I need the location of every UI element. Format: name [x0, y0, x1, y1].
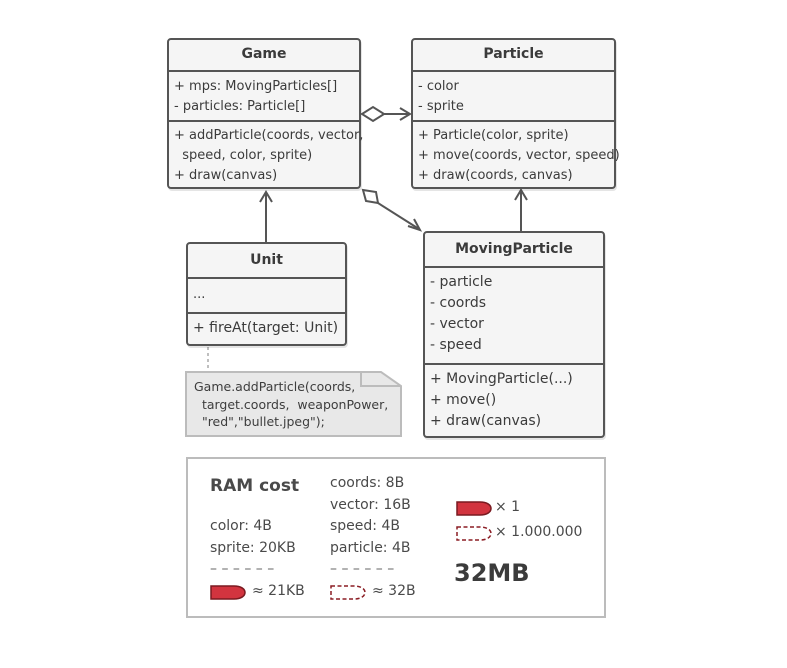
bullet-dashed-icon — [456, 526, 492, 541]
method: + move() — [430, 392, 497, 408]
ram-title: RAM cost — [210, 476, 300, 496]
field: - particle — [430, 274, 493, 290]
ram-col2-total: ≈ 32B — [372, 583, 416, 599]
note-line: Game.addParticle(coords, — [194, 379, 356, 394]
method: + Particle(color, sprite) — [418, 128, 569, 143]
class-game-fields: + mps: MovingParticles[] - particles: Pa… — [169, 72, 359, 122]
arrow-unit-game — [259, 190, 273, 242]
class-movingparticle-fields: - particle - coords - vector - speed — [425, 268, 603, 365]
method: + draw(canvas) — [430, 413, 542, 429]
ram-cost-box: RAM cost color: 4B sprite: 20KB – – – – … — [186, 457, 606, 618]
ram-col2-item: particle: 4B — [330, 540, 411, 556]
note-text: Game.addParticle(coords, target.coords, … — [194, 378, 388, 431]
class-movingparticle: MovingParticle - particle - coords - vec… — [423, 231, 605, 438]
class-particle-name: Particle — [413, 40, 614, 72]
method: + MovingParticle(...) — [430, 371, 573, 387]
class-game-name: Game — [169, 40, 359, 72]
ram-col1-divider: – – – – – – — [210, 561, 275, 577]
class-unit: Unit ... + fireAt(target: Unit) — [186, 242, 347, 346]
composition-game-movingparticle — [361, 188, 423, 232]
note-line: "red","bullet.jpeg"); — [194, 414, 325, 429]
ram-col2-item: vector: 16B — [330, 497, 411, 513]
class-unit-name: Unit — [188, 244, 345, 279]
method: + draw(coords, canvas) — [418, 168, 573, 183]
code-note: Game.addParticle(coords, target.coords, … — [186, 372, 401, 436]
method: + draw(canvas) — [174, 168, 278, 183]
class-movingparticle-methods: + MovingParticle(...) + move() + draw(ca… — [425, 365, 603, 432]
legend-solid-label: × 1 — [495, 499, 521, 515]
field: ... — [193, 287, 206, 302]
method: + move(coords, vector, speed) — [418, 148, 620, 163]
ram-col2-item: speed: 4B — [330, 518, 400, 534]
class-movingparticle-name: MovingParticle — [425, 233, 603, 268]
field: - speed — [430, 337, 482, 353]
ram-col1-item: sprite: 20KB — [210, 540, 296, 556]
bullet-solid-icon — [210, 585, 246, 600]
ram-total: 32MB — [454, 559, 530, 587]
field: - coords — [430, 295, 487, 311]
note-line: target.coords, weaponPower, — [194, 396, 389, 412]
method: speed, color, sprite) — [174, 148, 313, 163]
class-unit-fields: ... — [188, 279, 345, 314]
bullet-dashed-icon — [330, 585, 366, 600]
class-game-methods: + addParticle(coords, vector, speed, col… — [169, 122, 364, 186]
method: + fireAt(target: Unit) — [193, 320, 339, 336]
class-particle-methods: + Particle(color, sprite) + move(coords,… — [413, 122, 620, 186]
bullet-solid-icon — [456, 501, 492, 516]
field: - vector — [430, 316, 484, 332]
ram-col2-item: coords: 8B — [330, 475, 405, 491]
class-unit-methods: + fireAt(target: Unit) — [188, 314, 345, 342]
ram-col1-item: color: 4B — [210, 518, 272, 534]
field: - particles: Particle[] — [174, 99, 306, 114]
method: + addParticle(coords, vector, — [174, 128, 364, 143]
class-particle: Particle - color - sprite + Particle(col… — [411, 38, 620, 189]
field: - color — [418, 79, 459, 94]
class-game: Game + mps: MovingParticles[] - particle… — [167, 38, 364, 189]
field: + mps: MovingParticles[] — [174, 79, 338, 94]
ram-col2-divider: – – – – – – — [330, 561, 395, 577]
note-shape — [185, 371, 402, 437]
class-particle-fields: - color - sprite — [413, 72, 614, 122]
arrow-movingparticle-particle — [514, 188, 528, 231]
aggregation-game-particle — [360, 105, 412, 123]
field: - sprite — [418, 99, 464, 114]
ram-col1-total: ≈ 21KB — [252, 583, 305, 599]
legend-dashed-label: × 1.000.000 — [495, 524, 583, 540]
